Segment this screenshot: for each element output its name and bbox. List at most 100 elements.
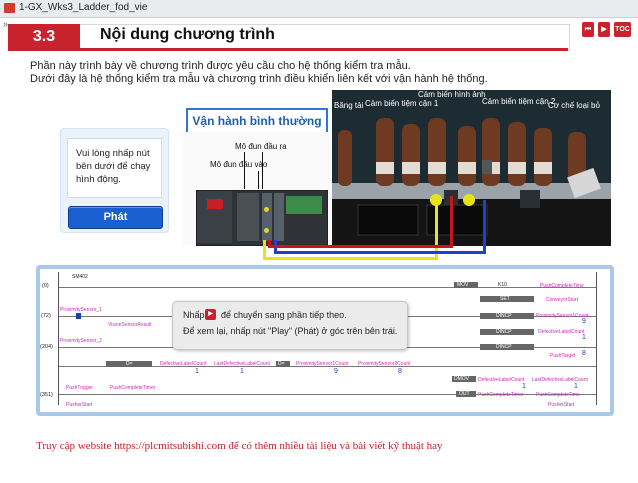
instruction-operand: LastDefectiveLabelCount bbox=[214, 361, 270, 367]
io-indicator-2 bbox=[264, 228, 269, 233]
instruction-operand: ProximitySensor1Count bbox=[536, 313, 589, 319]
instruction-operand: PusherStart bbox=[548, 402, 575, 408]
instruction-name: MOV bbox=[457, 282, 469, 288]
instruction-operand: K10 bbox=[498, 282, 507, 288]
instruction-operand: ConveyorStart bbox=[546, 297, 578, 303]
contact-label: PushCompleteTimer bbox=[110, 385, 156, 391]
tooltip-line-1: để chuyển sang phần tiếp theo. bbox=[221, 310, 347, 320]
instruction-name: DMOV bbox=[454, 376, 469, 382]
next-icon[interactable]: ▶ bbox=[205, 309, 216, 320]
instruction-text: Vui lòng nhấp nút bên dưới để chạy hình … bbox=[76, 148, 151, 185]
instruction-block bbox=[480, 344, 534, 350]
io-indicator bbox=[264, 207, 269, 212]
proximity-sensor-2-label: Cảm biến tiệm cận 2 bbox=[482, 97, 556, 106]
contact-label: SM402 bbox=[72, 274, 88, 280]
header-underline bbox=[8, 48, 568, 51]
instruction-block bbox=[480, 329, 534, 335]
wire-blue-2 bbox=[274, 251, 486, 254]
instruction-operand: DefectiveLabelCount bbox=[160, 361, 207, 367]
section-number: 3.3 bbox=[8, 24, 80, 50]
input-module-label: Mô đun đầu vào bbox=[210, 160, 268, 169]
instruction-block bbox=[456, 391, 476, 397]
instruction-name: SET bbox=[500, 296, 510, 302]
wire-blue-3 bbox=[483, 200, 486, 254]
instruction-operand: ProximitySensor2Count bbox=[358, 361, 411, 367]
instruction-name: DINCP bbox=[496, 344, 512, 350]
instruction-name: DINCP bbox=[496, 313, 512, 319]
conveyor-belt bbox=[332, 183, 611, 199]
nav-toc-button[interactable]: TOC bbox=[614, 22, 631, 37]
ladder-right-rail bbox=[596, 272, 597, 405]
play-button[interactable]: Phát bbox=[68, 206, 163, 229]
rung-line bbox=[59, 394, 596, 395]
proximity-sensor-1-label: Cảm biến tiệm cận 1 bbox=[365, 99, 439, 108]
tooltip-line-2: Để xem lại, nhấp nút "Play" (Phát) ở góc… bbox=[183, 326, 398, 336]
input-module bbox=[262, 193, 272, 241]
current-value: 1 bbox=[240, 368, 244, 375]
app-icon bbox=[4, 3, 15, 13]
plc-status-led bbox=[207, 199, 223, 209]
instruction-block bbox=[480, 296, 534, 302]
footer-link-text[interactable]: Truy cập website https://plcmitsubishi.c… bbox=[36, 440, 443, 452]
instruction-operand: PushCompleteTime bbox=[540, 283, 584, 289]
instruction-name: D= bbox=[126, 361, 133, 367]
current-value: 1 bbox=[582, 334, 586, 341]
contact-label: ProximitySensor_2 bbox=[60, 338, 102, 344]
instruction-block bbox=[454, 282, 478, 288]
intro-line-1: Phần này trình bày về chương trình được … bbox=[30, 60, 411, 72]
section-title: Nội dung chương trình bbox=[100, 26, 275, 43]
rung-number: (351) bbox=[40, 392, 53, 398]
window-title: 1-GX_Wks3_Ladder_fod_vie bbox=[19, 2, 148, 13]
io-terminal-board bbox=[286, 196, 322, 214]
instruction-block bbox=[276, 361, 290, 367]
contact-label: ProximitySensor_1 bbox=[60, 307, 102, 313]
bottles-graphic bbox=[338, 118, 601, 236]
instruction-block bbox=[452, 376, 476, 382]
ladder-left-rail bbox=[58, 272, 59, 405]
instruction-operand: ProximitySensor1Count bbox=[296, 361, 349, 367]
reject-mechanism-label: Cơ chế loại bỏ bbox=[548, 101, 600, 110]
current-value: 9 bbox=[582, 318, 586, 325]
instruction-name: DINCP bbox=[496, 329, 512, 335]
instruction-operand: DefectiveLabelCount bbox=[478, 377, 525, 383]
output-module bbox=[274, 193, 284, 241]
wire-red-2 bbox=[268, 245, 453, 248]
input-leader-line bbox=[258, 171, 259, 189]
instruction-name: OUT bbox=[459, 391, 470, 397]
rung-number: (0) bbox=[42, 283, 49, 289]
instruction-name: D= bbox=[278, 361, 285, 367]
contact-label: PushTrigger bbox=[66, 385, 94, 391]
instruction-operand: LastDefectiveLabelCount bbox=[532, 377, 588, 383]
nav-next-button[interactable]: ▶ bbox=[598, 22, 610, 37]
output-leader-line bbox=[244, 152, 245, 189]
current-value: 9 bbox=[334, 368, 338, 375]
rung-line bbox=[59, 287, 596, 288]
instruction-box bbox=[67, 138, 162, 198]
output-leader-line-2 bbox=[262, 152, 263, 189]
collapse-panel-icon[interactable]: » bbox=[3, 19, 9, 29]
current-value: 8 bbox=[398, 368, 402, 375]
window-title-bar: 1-GX_Wks3_Ladder_fod_vie bbox=[0, 0, 638, 18]
rung-line bbox=[59, 366, 596, 367]
instruction-operand: PushCompleteTime bbox=[536, 392, 580, 398]
wire-yellow-1 bbox=[263, 240, 266, 260]
current-value: 1 bbox=[574, 383, 578, 390]
contact-active bbox=[76, 313, 81, 319]
wire-red-3 bbox=[450, 196, 453, 248]
current-value: 8 bbox=[582, 350, 586, 357]
contact-label: VisionSensorResult bbox=[108, 322, 152, 328]
current-value: 1 bbox=[522, 383, 526, 390]
contact-label: PusherStart bbox=[66, 402, 93, 408]
instruction-operand: PushTarget bbox=[550, 353, 576, 359]
nav-back-button[interactable]: ⏮ bbox=[582, 22, 594, 37]
sensor-1-indicator bbox=[430, 194, 442, 206]
instruction-operand: DefectiveLabelCount bbox=[538, 329, 585, 335]
wire-yellow-3 bbox=[435, 198, 438, 260]
tooltip-click-text: Nhấp bbox=[183, 310, 205, 320]
section-header bbox=[8, 24, 570, 50]
intro-line-2: Dưới đây là hệ thống kiểm tra mẫu và chư… bbox=[30, 73, 488, 85]
plc-power-module bbox=[237, 193, 259, 241]
instruction-block bbox=[480, 313, 534, 319]
output-module-label: Mô đun đầu ra bbox=[235, 142, 287, 151]
rung-number: (72) bbox=[41, 313, 51, 319]
